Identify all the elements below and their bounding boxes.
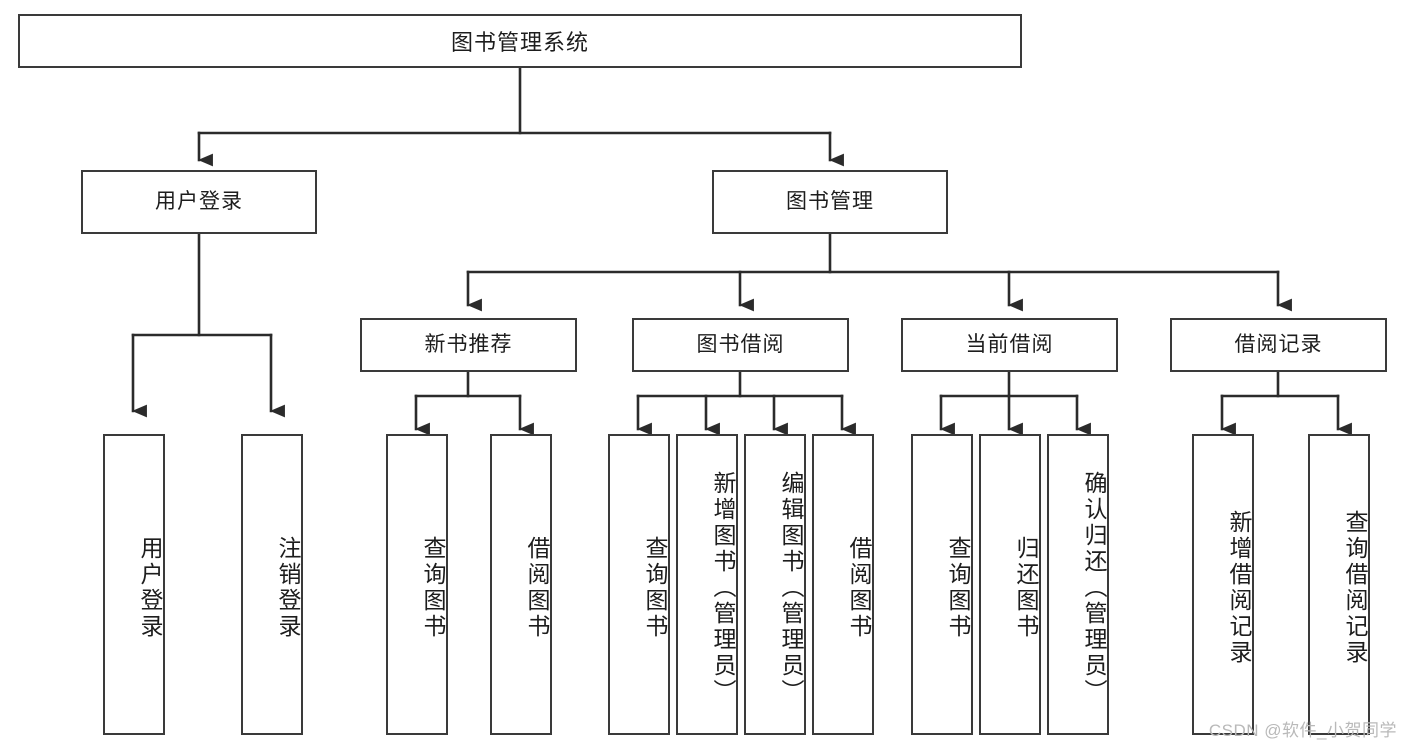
node-leaf-query-book-borrow[interactable]: 查询图书 (608, 434, 670, 735)
node-leaf-return-book[interactable]: 归还图书 (979, 434, 1041, 735)
node-label: 图书管理系统 (450, 30, 589, 55)
node-leaf-add-borrow-record[interactable]: 新增借阅记录 (1192, 434, 1254, 735)
node-book-management-module[interactable]: 图书管理 (712, 170, 948, 234)
node-root-system[interactable]: 图书管理系统 (18, 14, 1022, 68)
node-leaf-query-book-recommend[interactable]: 查询图书 (386, 434, 448, 735)
node-leaf-user-login[interactable]: 用户登录 (103, 434, 165, 735)
node-label: 新增图书（管理员） (710, 470, 736, 705)
node-label: 当前借阅 (965, 333, 1054, 357)
node-label: 新书推荐 (424, 333, 513, 357)
node-book-borrow[interactable]: 图书借阅 (632, 318, 849, 372)
node-label: 注销登录 (275, 535, 301, 640)
node-new-book-recommend[interactable]: 新书推荐 (360, 318, 577, 372)
node-label: 借阅记录 (1234, 333, 1323, 357)
node-leaf-edit-book-admin[interactable]: 编辑图书（管理员） (744, 434, 806, 735)
node-borrow-record[interactable]: 借阅记录 (1170, 318, 1387, 372)
node-label: 查询图书 (642, 535, 668, 640)
node-label: 图书管理 (786, 190, 874, 214)
node-label: 借阅图书 (524, 535, 550, 640)
node-leaf-confirm-return-admin[interactable]: 确认归还（管理员） (1047, 434, 1109, 735)
node-label: 图书借阅 (696, 333, 785, 357)
node-label: 查询图书 (420, 535, 446, 640)
watermark-text: CSDN @软件_小贺同学 (1208, 721, 1397, 740)
node-label: 用户登录 (155, 190, 243, 214)
node-leaf-borrow-book-recommend[interactable]: 借阅图书 (490, 434, 552, 735)
node-leaf-user-logout[interactable]: 注销登录 (241, 434, 303, 735)
node-label: 新增借阅记录 (1226, 509, 1252, 666)
node-label: 归还图书 (1013, 535, 1039, 640)
node-user-login-module[interactable]: 用户登录 (81, 170, 317, 234)
node-label: 编辑图书（管理员） (778, 470, 804, 705)
node-label: 查询借阅记录 (1342, 509, 1368, 666)
node-label: 查询图书 (945, 535, 971, 640)
node-leaf-query-borrow-record[interactable]: 查询借阅记录 (1308, 434, 1370, 735)
node-current-borrow[interactable]: 当前借阅 (901, 318, 1118, 372)
node-leaf-add-book-admin[interactable]: 新增图书（管理员） (676, 434, 738, 735)
node-leaf-borrow-book[interactable]: 借阅图书 (812, 434, 874, 735)
node-label: 确认归还（管理员） (1081, 470, 1107, 705)
node-leaf-query-book-current[interactable]: 查询图书 (911, 434, 973, 735)
node-label: 用户登录 (137, 535, 163, 640)
node-label: 借阅图书 (846, 535, 872, 640)
